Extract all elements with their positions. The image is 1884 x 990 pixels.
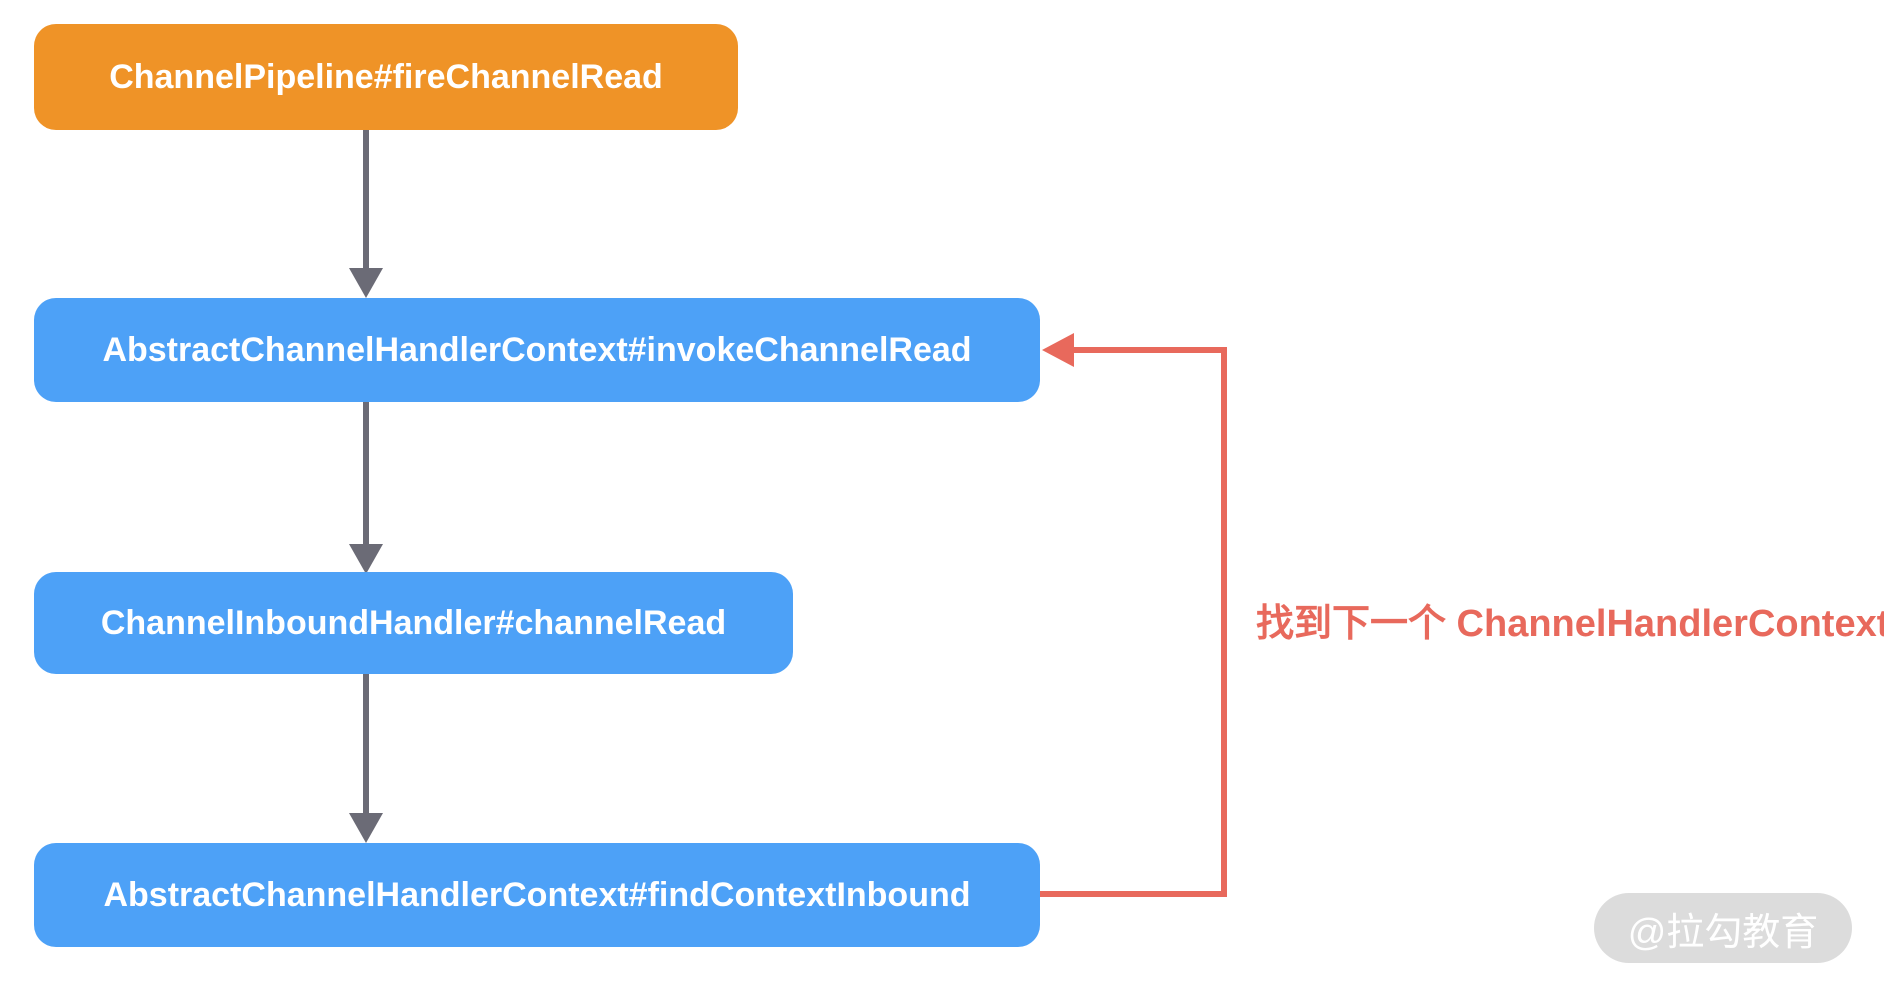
watermark-badge: @拉勾教育 [1594, 893, 1852, 963]
loop-arrow-top-segment [1074, 347, 1227, 353]
arrow-left-icon [1042, 333, 1074, 367]
arrow-down-icon [349, 544, 383, 574]
loop-arrow-label: 找到下一个 ChannelHandlerContext [1256, 603, 1884, 645]
loop-arrow-bottom-segment [1040, 891, 1227, 897]
flow-arrow-3-line [363, 674, 369, 813]
flow-arrow-2-line [363, 402, 369, 544]
flow-arrow-1-line [363, 130, 369, 268]
node-abstractchannelhandlercontext-invokechannelread: AbstractChannelHandlerContext#invokeChan… [34, 298, 1040, 402]
arrow-down-icon [349, 268, 383, 298]
watermark-text: @拉勾教育 [1627, 911, 1819, 954]
arrow-down-icon [349, 813, 383, 843]
loop-arrow-vertical-segment [1221, 347, 1227, 897]
node-channelpipeline-firechannelread: ChannelPipeline#fireChannelRead [34, 24, 738, 130]
node-abstractchannelhandlercontext-findcontextinbound: AbstractChannelHandlerContext#findContex… [34, 843, 1040, 947]
node-channelinboundhandler-channelread: ChannelInboundHandler#channelRead [34, 572, 793, 674]
